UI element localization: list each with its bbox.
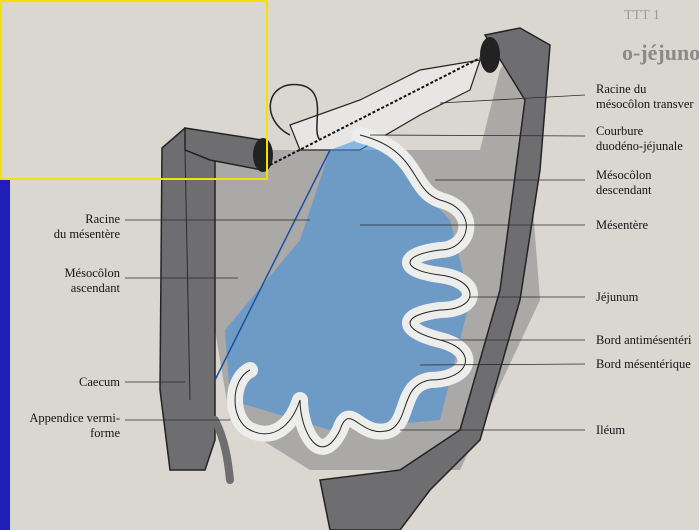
yellow-highlight-frame [0,0,268,180]
appendix [215,420,230,480]
label-jejunum: Jéjunum [596,290,638,305]
label-appendice-vermiforme: Appendice vermi-forme [8,411,120,441]
label-ileum: Iléum [596,423,625,438]
transverse-colon-cut-right [480,37,500,73]
label-mesentere: Mésentère [596,218,648,233]
label-bord-antimesenterique: Bord antimésentéri [596,333,691,348]
slide-border-left [0,180,10,530]
label-bord-mesenterique: Bord mésentérique [596,357,691,372]
label-caecum: Caecum [20,375,120,390]
